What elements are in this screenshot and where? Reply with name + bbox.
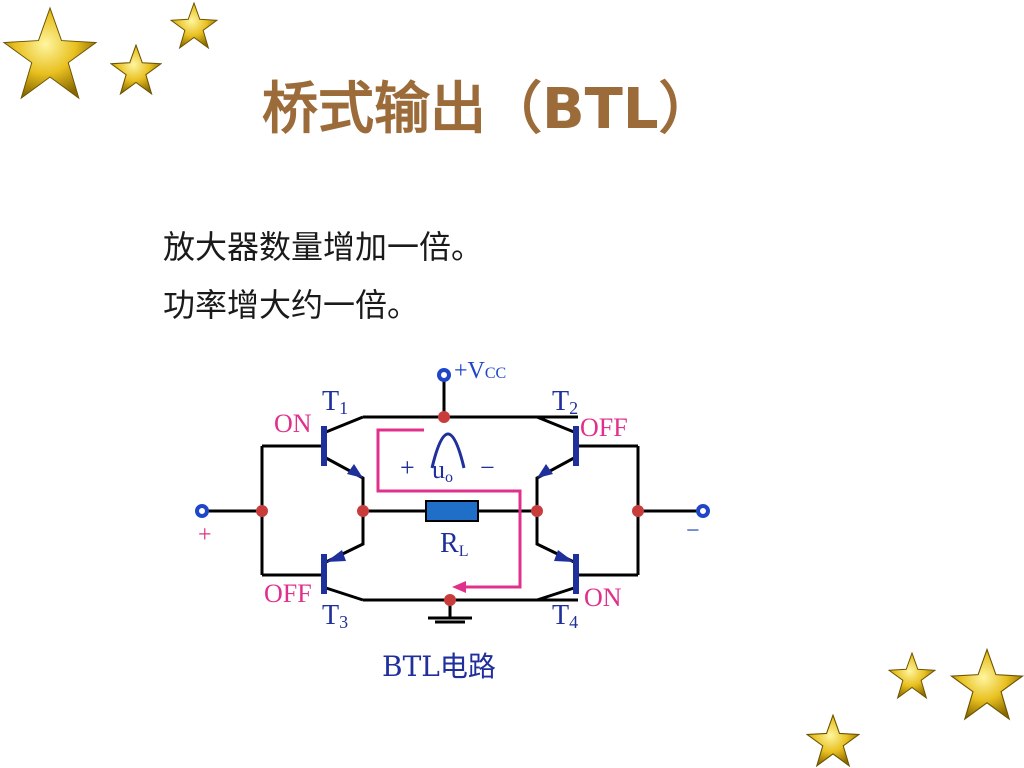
- transistor-label-t4: T4: [552, 600, 578, 632]
- transistor-label-t3: T3: [322, 600, 348, 632]
- output-voltage-arc: [430, 432, 466, 469]
- state-label-t4: ON: [584, 583, 622, 612]
- load-resistor: [425, 500, 479, 522]
- supply-terminal: [437, 368, 451, 382]
- star-icon: [806, 714, 860, 768]
- input-plus-terminal: [195, 504, 209, 518]
- transistor-label-t2: T2: [552, 386, 578, 418]
- btl-circuit-diagram: +VCC T1 T2 T3 T4 ON OFF OFF ON + uo − RL…: [195, 358, 710, 683]
- star-icon: [170, 2, 218, 50]
- emitter-arrows: [326, 464, 574, 562]
- state-label-t3: OFF: [264, 579, 312, 608]
- star-icon: [950, 648, 1024, 721]
- output-voltage-label: uo: [432, 455, 453, 486]
- terminals: [195, 368, 710, 518]
- load-label: RL: [440, 528, 468, 560]
- input-plus-label: +: [198, 522, 212, 548]
- slide-title: 桥式输出（BTL）: [262, 77, 715, 142]
- bullet-text: 放大器数量增加一倍。: [163, 228, 484, 266]
- state-label-t2: OFF: [580, 413, 628, 442]
- transistor-bases: [321, 426, 579, 594]
- star-icon: [2, 6, 98, 100]
- bullet-text: 功率增大约一倍。: [163, 286, 420, 324]
- star-icon: [888, 652, 936, 700]
- output-minus-sign: −: [480, 453, 495, 482]
- star-icon: [110, 44, 162, 96]
- input-minus-label: −: [686, 518, 700, 544]
- transistor-label-t1: T1: [322, 386, 348, 418]
- input-minus-terminal: [696, 504, 710, 518]
- supply-label: +VCC: [454, 358, 506, 384]
- junction-nodes: [256, 411, 644, 606]
- output-plus-sign: +: [400, 453, 415, 482]
- state-label-t1: ON: [274, 409, 312, 438]
- current-path: [376, 428, 522, 589]
- circuit-caption: BTL电路: [382, 650, 496, 683]
